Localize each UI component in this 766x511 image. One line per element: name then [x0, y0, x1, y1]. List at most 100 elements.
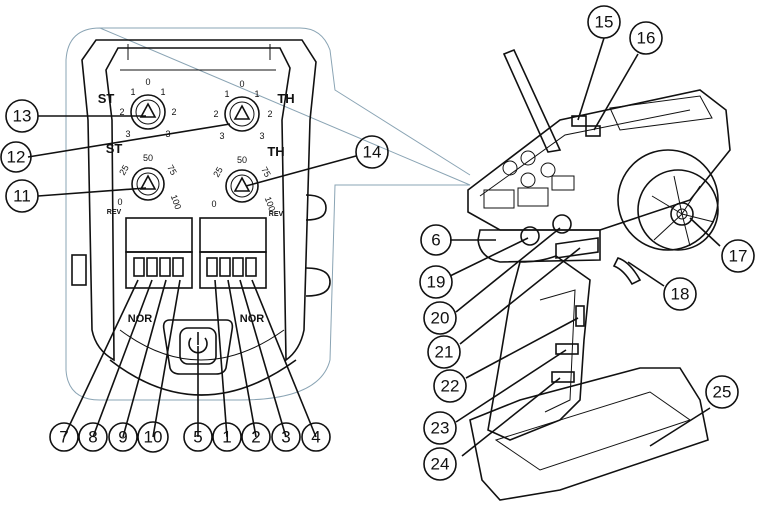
st-epa-dial[interactable]: 50 25 75 0 100 — [117, 153, 183, 211]
st-trim-label: ST — [98, 91, 115, 106]
callout-21-label: 21 — [435, 343, 454, 362]
st-epa-indicator-icon — [139, 174, 157, 190]
st-trim-tick-l2: 2 — [119, 107, 124, 117]
st-trim-tick-l3: 3 — [125, 129, 130, 139]
th-epa-indicator-icon — [233, 176, 251, 192]
throttle-trigger[interactable] — [612, 257, 642, 286]
th-trim-tick-l2: 2 — [213, 109, 218, 119]
th-epa-tick-0: 0 — [211, 199, 216, 209]
callout-20: 20 — [423, 301, 457, 335]
callout-19: 19 — [419, 265, 453, 299]
callout-7: 7 — [49, 422, 79, 452]
button-24[interactable] — [551, 371, 575, 383]
callout-21: 21 — [427, 335, 461, 369]
th-trim-tick-r2: 2 — [267, 109, 272, 119]
button-16[interactable] — [585, 125, 601, 137]
th-trim-tick-l1: 1 — [224, 89, 229, 99]
st-trim-dial[interactable]: 0 1 1 2 2 3 3 — [119, 77, 176, 139]
button-23[interactable] — [555, 343, 579, 355]
left-clip — [71, 254, 87, 286]
callout-17: 17 — [721, 239, 755, 273]
callout-22: 22 — [433, 369, 467, 403]
callout-24-label: 24 — [431, 455, 450, 474]
st-epa-tick-50: 50 — [143, 153, 153, 163]
th-rev-label: REV — [269, 211, 284, 218]
callout-8: 8 — [78, 422, 108, 452]
dip-switch-8[interactable] — [146, 257, 158, 277]
callout-14: 14 — [355, 135, 389, 169]
callout-13: 13 — [5, 99, 39, 133]
callout-10: 10 — [137, 421, 169, 453]
callout-19-label: 19 — [427, 273, 446, 292]
callout-17-label: 17 — [729, 247, 748, 266]
th-trim-indicator-icon — [233, 104, 251, 120]
th-epa-dial[interactable]: 50 25 75 0 100 — [211, 155, 277, 213]
callout-5: 5 — [183, 422, 213, 452]
grip-handle — [487, 255, 591, 441]
st-trim-tick-r1: 1 — [160, 87, 165, 97]
callout-14-label: 14 — [363, 143, 382, 162]
st-trim-indicator-icon — [139, 102, 157, 118]
callout-2: 2 — [241, 422, 271, 452]
dip-switch-1[interactable] — [206, 257, 218, 277]
callout-15: 15 — [587, 5, 621, 39]
dip-switch-9[interactable] — [159, 257, 171, 277]
switch-22[interactable] — [575, 305, 585, 327]
st-trim-tick-r2: 2 — [171, 107, 176, 117]
base-stand — [469, 367, 709, 501]
callout-11-label: 11 — [13, 187, 31, 206]
st-trim-tick-l1: 1 — [130, 87, 135, 97]
right-clip-lower — [305, 267, 331, 297]
callout-16: 16 — [629, 21, 663, 55]
callout-24: 24 — [423, 447, 457, 481]
callout-18: 18 — [663, 277, 697, 311]
callout-6-label: 6 — [431, 231, 440, 250]
callout-5-label: 5 — [193, 428, 202, 447]
callout-2-label: 2 — [251, 428, 260, 447]
callout-9: 9 — [108, 422, 138, 452]
st-epa-tick-0: 0 — [117, 197, 122, 207]
right-clip-upper — [305, 194, 327, 221]
st-trim-tick-0: 0 — [145, 77, 150, 87]
dip-switch-3[interactable] — [232, 257, 244, 277]
dip-switch-10[interactable] — [172, 257, 184, 277]
callouts: 1 2 3 4 5 6 7 8 9 10 11 12 13 14 15 16 1… — [0, 5, 755, 481]
dip-switch-7[interactable] — [133, 257, 145, 277]
callout-18-label: 18 — [671, 285, 690, 304]
dip-switch-4[interactable] — [245, 257, 257, 277]
zoom-frame — [65, 27, 471, 401]
antenna — [502, 48, 562, 153]
callout-3-label: 3 — [281, 428, 290, 447]
st-epa-tick-75: 75 — [165, 163, 179, 177]
callout-20-label: 20 — [431, 309, 450, 328]
th-epa-tick-25: 25 — [211, 165, 225, 179]
grip-vent — [555, 237, 599, 259]
callout-10-label: 10 — [144, 428, 163, 447]
callout-11: 11 — [5, 179, 39, 213]
steering-wheel[interactable] — [617, 149, 719, 251]
dip-switch-2[interactable] — [219, 257, 231, 277]
callout-12-label: 12 — [7, 148, 26, 167]
st-rev-label: REV — [107, 209, 122, 216]
th-trim-dial[interactable]: 0 1 1 2 2 3 3 — [213, 79, 272, 141]
shell-bottom — [109, 359, 297, 396]
st-epa-tick-25: 25 — [117, 163, 131, 177]
th-epa-tick-75: 75 — [259, 165, 273, 179]
th-trim-tick-l3: 3 — [219, 131, 224, 141]
st-epa-tick-100: 100 — [169, 193, 184, 211]
callout-12: 12 — [0, 141, 32, 173]
callout-1-label: 1 — [222, 428, 231, 447]
top-control-cluster — [483, 150, 575, 209]
th-trim-tick-r3: 3 — [259, 131, 264, 141]
transmitter-body — [467, 48, 731, 501]
callout-7-label: 7 — [59, 428, 68, 447]
top-deck — [467, 89, 731, 231]
st-epa-label: ST — [106, 141, 123, 156]
callout-25: 25 — [705, 375, 739, 409]
th-trim-tick-0: 0 — [239, 79, 244, 89]
callout-1: 1 — [212, 422, 242, 452]
callout-9-label: 9 — [118, 428, 127, 447]
callout-23: 23 — [423, 411, 457, 445]
indicator-20 — [552, 214, 572, 234]
